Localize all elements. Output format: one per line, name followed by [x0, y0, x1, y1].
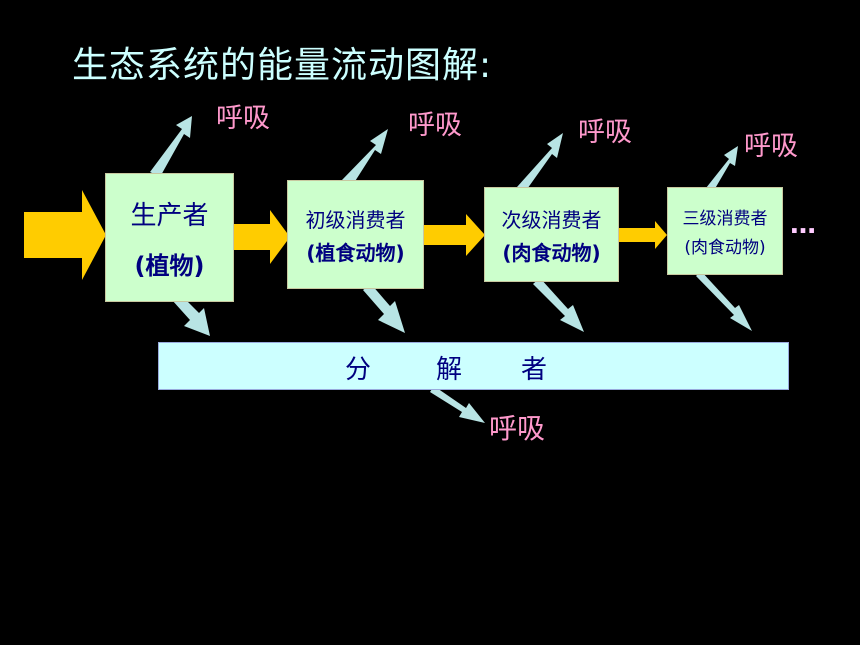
box-tertiary-consumer-name: 三级消费者 [682, 209, 768, 229]
to-decomposer-arrow-primary [363, 284, 405, 333]
ellipsis-more-levels: … [790, 210, 817, 240]
respiration-label-primary: 呼吸 [408, 110, 462, 141]
box-producer-sub: (植物) [134, 251, 205, 280]
energy-input-arrow [24, 190, 106, 280]
respiration-arrow-producer [150, 116, 192, 177]
respiration-arrow-primary [342, 129, 388, 186]
to-decomposer-arrow-tertiary [696, 271, 752, 331]
flow-arrow-primary-to-secondary [423, 214, 485, 256]
decomposer-char-1: 分 [345, 355, 372, 385]
flow-arrow-producer-to-primary [234, 210, 290, 264]
box-secondary-consumer-name: 次级消费者 [501, 207, 602, 232]
box-secondary-consumer: 次级消费者 (肉食动物) [484, 187, 619, 282]
box-producer: 生产者 (植物) [105, 173, 234, 302]
respiration-arrow-decomposer [430, 386, 485, 423]
box-primary-consumer-sub: (植食动物) [306, 240, 405, 265]
box-tertiary-consumer: 三级消费者 (肉食动物) [667, 187, 783, 275]
box-primary-consumer: 初级消费者 (植食动物) [287, 180, 424, 289]
respiration-arrow-secondary [517, 133, 563, 192]
box-producer-name: 生产者 [130, 200, 209, 231]
box-tertiary-consumer-sub: (肉食动物) [684, 238, 766, 258]
respiration-arrow-tertiary [706, 146, 738, 192]
decomposer-char-2: 解 [436, 355, 463, 385]
to-decomposer-arrow-producer [172, 294, 210, 336]
box-secondary-consumer-sub: (肉食动物) [502, 240, 601, 265]
flow-arrow-secondary-to-tertiary [619, 221, 667, 249]
decomposer-bar: 分 解 者 [158, 342, 789, 390]
respiration-label-producer: 呼吸 [216, 103, 270, 134]
respiration-label-decomposer: 呼吸 [489, 412, 546, 445]
to-decomposer-arrow-secondary [533, 278, 584, 332]
decomposer-char-3: 者 [521, 355, 548, 385]
page-title: 生态系统的能量流动图解: [72, 45, 493, 86]
respiration-label-tertiary: 呼吸 [744, 131, 798, 162]
respiration-label-secondary: 呼吸 [578, 117, 632, 148]
box-primary-consumer-name: 初级消费者 [305, 207, 406, 232]
